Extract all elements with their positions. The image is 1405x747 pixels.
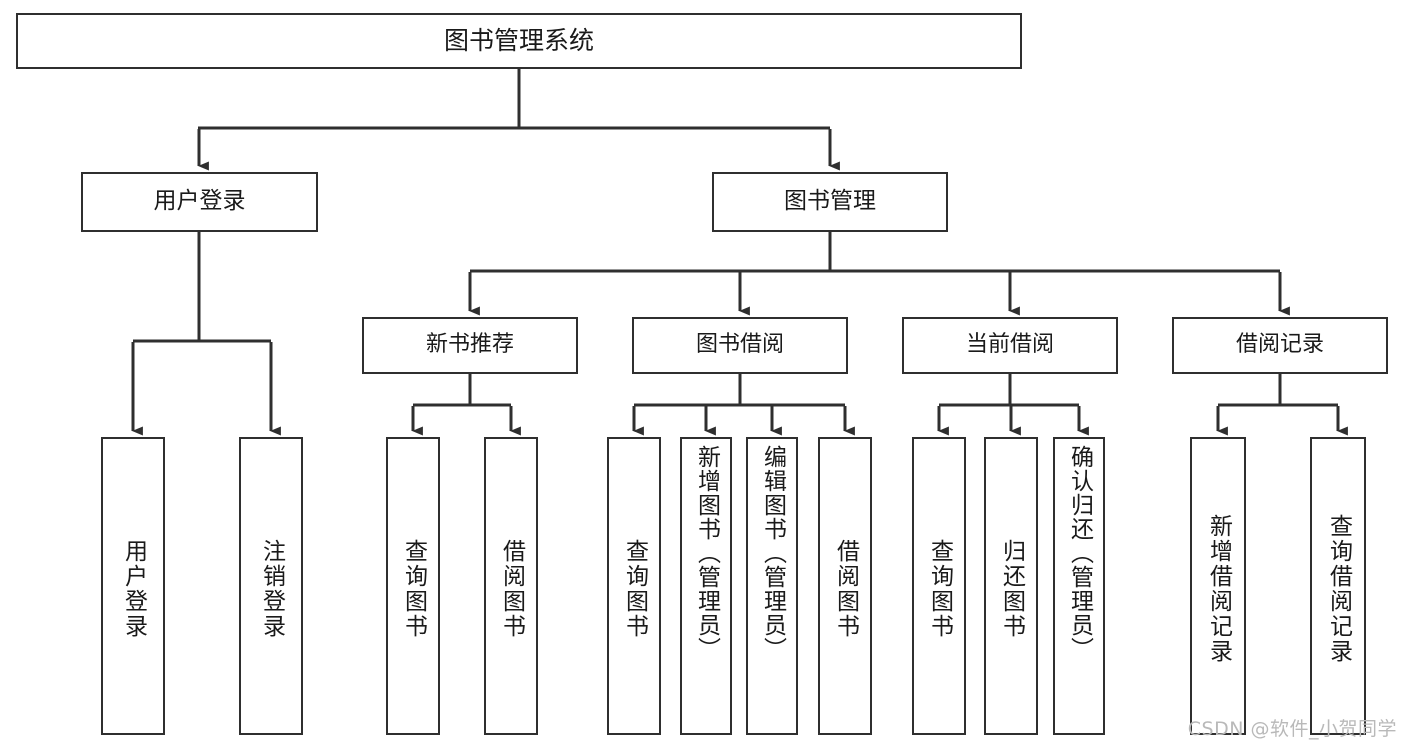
node-leaf-borrow-book-2[interactable]: 借阅图书 — [818, 437, 872, 735]
csdn-watermark: CSDN @软件_小贺同学 — [1187, 718, 1397, 740]
node-leaf-query-book-3[interactable]: 查询图书 — [912, 437, 966, 735]
node-user-login-label: 用户登录 — [153, 188, 246, 215]
node-leaf-add-book-label: 新增图书（管理员） — [693, 445, 720, 661]
node-leaf-add-record[interactable]: 新增借阅记录 — [1190, 437, 1246, 735]
node-new-book-rec-label: 新书推荐 — [425, 332, 514, 358]
node-leaf-add-record-label: 新增借阅记录 — [1205, 514, 1232, 664]
node-leaf-edit-book-label: 编辑图书（管理员） — [759, 445, 786, 661]
node-leaf-user-login[interactable]: 用户登录 — [101, 437, 165, 735]
node-leaf-query-book-2-label: 查询图书 — [621, 539, 648, 639]
node-borrow-record-label: 借阅记录 — [1235, 332, 1324, 358]
node-leaf-return-book[interactable]: 归还图书 — [984, 437, 1038, 735]
node-leaf-confirm-return[interactable]: 确认归还（管理员） — [1053, 437, 1105, 735]
node-leaf-query-book-2[interactable]: 查询图书 — [607, 437, 661, 735]
node-leaf-confirm-return-label: 确认归还（管理员） — [1066, 445, 1093, 661]
node-root-label: 图书管理系统 — [443, 26, 594, 55]
node-current-borrow[interactable]: 当前借阅 — [902, 317, 1118, 374]
node-leaf-borrow-book-2-label: 借阅图书 — [832, 539, 859, 639]
node-current-borrow-label: 当前借阅 — [965, 332, 1054, 358]
node-leaf-query-record[interactable]: 查询借阅记录 — [1310, 437, 1366, 735]
node-leaf-borrow-book-1-label: 借阅图书 — [498, 539, 525, 639]
node-root[interactable]: 图书管理系统 — [16, 13, 1022, 69]
node-leaf-user-login-label: 用户登录 — [120, 539, 147, 639]
node-leaf-borrow-book-1[interactable]: 借阅图书 — [484, 437, 538, 735]
node-leaf-return-book-label: 归还图书 — [998, 539, 1025, 639]
node-leaf-edit-book[interactable]: 编辑图书（管理员） — [746, 437, 798, 735]
node-leaf-logout-label: 注销登录 — [258, 539, 285, 639]
node-new-book-rec[interactable]: 新书推荐 — [362, 317, 578, 374]
node-borrow-record[interactable]: 借阅记录 — [1172, 317, 1388, 374]
node-leaf-add-book[interactable]: 新增图书（管理员） — [680, 437, 732, 735]
node-book-manage-label: 图书管理 — [784, 188, 876, 215]
node-leaf-query-book-3-label: 查询图书 — [926, 539, 953, 639]
node-leaf-query-book-1-label: 查询图书 — [400, 539, 427, 639]
node-leaf-query-record-label: 查询借阅记录 — [1325, 514, 1352, 664]
node-leaf-query-book-1[interactable]: 查询图书 — [386, 437, 440, 735]
node-book-borrow[interactable]: 图书借阅 — [632, 317, 848, 374]
node-book-borrow-label: 图书借阅 — [695, 332, 784, 358]
node-book-manage[interactable]: 图书管理 — [712, 172, 948, 232]
node-leaf-logout[interactable]: 注销登录 — [239, 437, 303, 735]
node-user-login[interactable]: 用户登录 — [81, 172, 318, 232]
